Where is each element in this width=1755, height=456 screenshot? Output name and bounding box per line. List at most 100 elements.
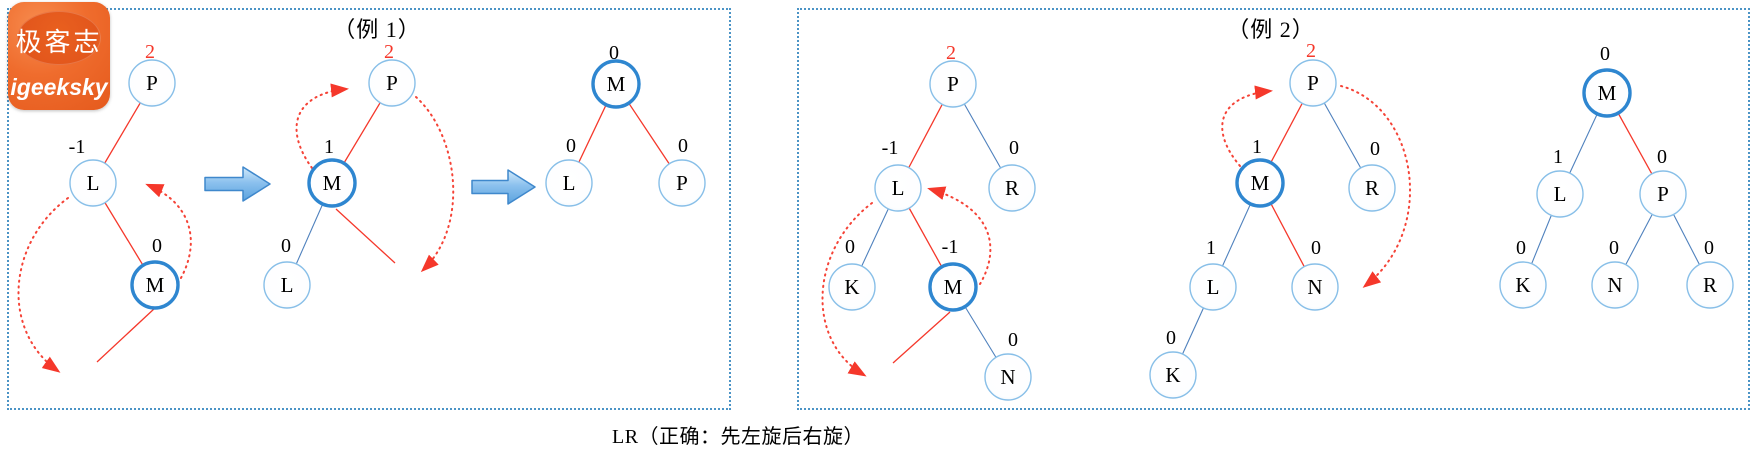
node-label: L (87, 171, 100, 195)
balance-factor-label: 0 (152, 235, 162, 257)
node-label: P (676, 171, 688, 195)
tree-node-M-emphasized (1582, 68, 1632, 118)
node-label: N (1607, 273, 1622, 297)
node-label: L (1554, 182, 1567, 206)
balance-factor-label: 0 (1311, 237, 1321, 259)
example-2-panel (797, 8, 1750, 410)
right-arrow-icon (471, 169, 536, 205)
balance-factor-label: 0 (678, 135, 688, 157)
tree-node-N (984, 353, 1032, 401)
node-label: K (1515, 273, 1530, 297)
tree-node-P (929, 60, 977, 108)
node-label: M (607, 72, 626, 96)
balance-factor-label: 0 (1657, 146, 1667, 168)
tree-node-M-emphasized (307, 158, 357, 208)
rotation-arc (1340, 85, 1411, 288)
tree-node-L (263, 261, 311, 309)
tree-node-R (1348, 164, 1396, 212)
igeeksky-logo: 极客志 igeeksky (8, 2, 110, 110)
node-label: K (844, 275, 859, 299)
balance-factor-label: 2 (145, 41, 155, 63)
phantom-edges-layer (96, 208, 951, 364)
rotation-arc (295, 83, 349, 169)
node-label: L (1207, 275, 1220, 299)
tree-node-L (545, 159, 593, 207)
transition-arrows-layer (204, 166, 536, 205)
phantom-edge (335, 208, 396, 264)
tree-node-L (69, 159, 117, 207)
tree-edges-layer (92, 82, 1711, 378)
example-2-title: （例 2） (1227, 17, 1315, 42)
node-label: L (281, 273, 294, 297)
balance-factor-label: 2 (384, 41, 394, 63)
tree-node-M-emphasized (591, 59, 641, 109)
right-arrow-icon (204, 166, 271, 202)
rotation-arc (927, 186, 992, 285)
tree-node-P (658, 159, 706, 207)
example-1-panel (7, 8, 731, 410)
balance-factor-label: 2 (946, 42, 956, 64)
node-label: K (1165, 363, 1180, 387)
balance-factor-label: 1 (1252, 136, 1262, 158)
tree-node-M-emphasized (1235, 158, 1285, 208)
rotation-arcs-layer (17, 83, 1411, 377)
balance-factor-label: 0 (1516, 237, 1526, 259)
logo-chinese-text: 极客志 (15, 28, 103, 57)
node-label: R (1005, 176, 1019, 200)
tree-node-M-emphasized (130, 260, 180, 310)
balance-factor-label: 0 (1600, 43, 1610, 65)
balance-factor-label: 0 (1609, 237, 1619, 259)
node-label: L (563, 171, 576, 195)
tree-node-P (128, 59, 176, 107)
balance-factor-label: 0 (609, 42, 619, 64)
rotation-arc (415, 96, 455, 273)
example-1-title: （例 1） (333, 17, 421, 42)
diagram-caption: LR（正确：先左旋后右旋） (612, 426, 865, 448)
balance-factor-label: 1 (1206, 237, 1216, 259)
node-label: P (947, 72, 959, 96)
tree-node-P (368, 59, 416, 107)
node-label: R (1703, 273, 1717, 297)
node-label: M (1251, 171, 1270, 195)
node-label: M (944, 275, 963, 299)
balance-factor-label: 0 (1009, 137, 1019, 159)
rotation-arc (17, 197, 69, 373)
node-label: P (1657, 182, 1669, 206)
node-label: M (1598, 81, 1617, 105)
logo-latin-text: igeeksky (10, 74, 108, 100)
node-label: N (1000, 365, 1015, 389)
rotation-arc (821, 202, 873, 377)
tree-node-L (1189, 263, 1237, 311)
balance-factor-label: 1 (1553, 146, 1563, 168)
tree-node-R (988, 164, 1036, 212)
tree-node-K (1149, 351, 1197, 399)
balance-factor-label: 1 (324, 136, 334, 158)
balance-factor-label: -1 (69, 136, 86, 158)
balance-factor-label: -1 (882, 137, 899, 159)
phantom-edge (96, 307, 156, 363)
tree-node-M-emphasized (928, 262, 978, 312)
balance-factor-label: 0 (566, 135, 576, 157)
balance-factor-label: 0 (1704, 237, 1714, 259)
balance-factor-label: 0 (845, 236, 855, 258)
phantom-edge (892, 311, 951, 364)
tree-node-K (1499, 261, 1547, 309)
node-label: R (1365, 176, 1379, 200)
node-label: L (892, 176, 905, 200)
tree-node-N (1291, 263, 1339, 311)
balance-factor-label: 0 (1008, 329, 1018, 351)
tree-node-P (1289, 59, 1337, 107)
tree-node-N (1591, 261, 1639, 309)
balance-factor-label: -1 (942, 236, 959, 258)
node-label: P (1307, 71, 1319, 95)
rotation-arc (145, 183, 192, 284)
node-label: P (386, 71, 398, 95)
tree-node-L (874, 164, 922, 212)
logo-ellipse (17, 11, 101, 65)
balance-factor-label: 0 (1370, 138, 1380, 160)
tree-node-P (1639, 170, 1687, 218)
